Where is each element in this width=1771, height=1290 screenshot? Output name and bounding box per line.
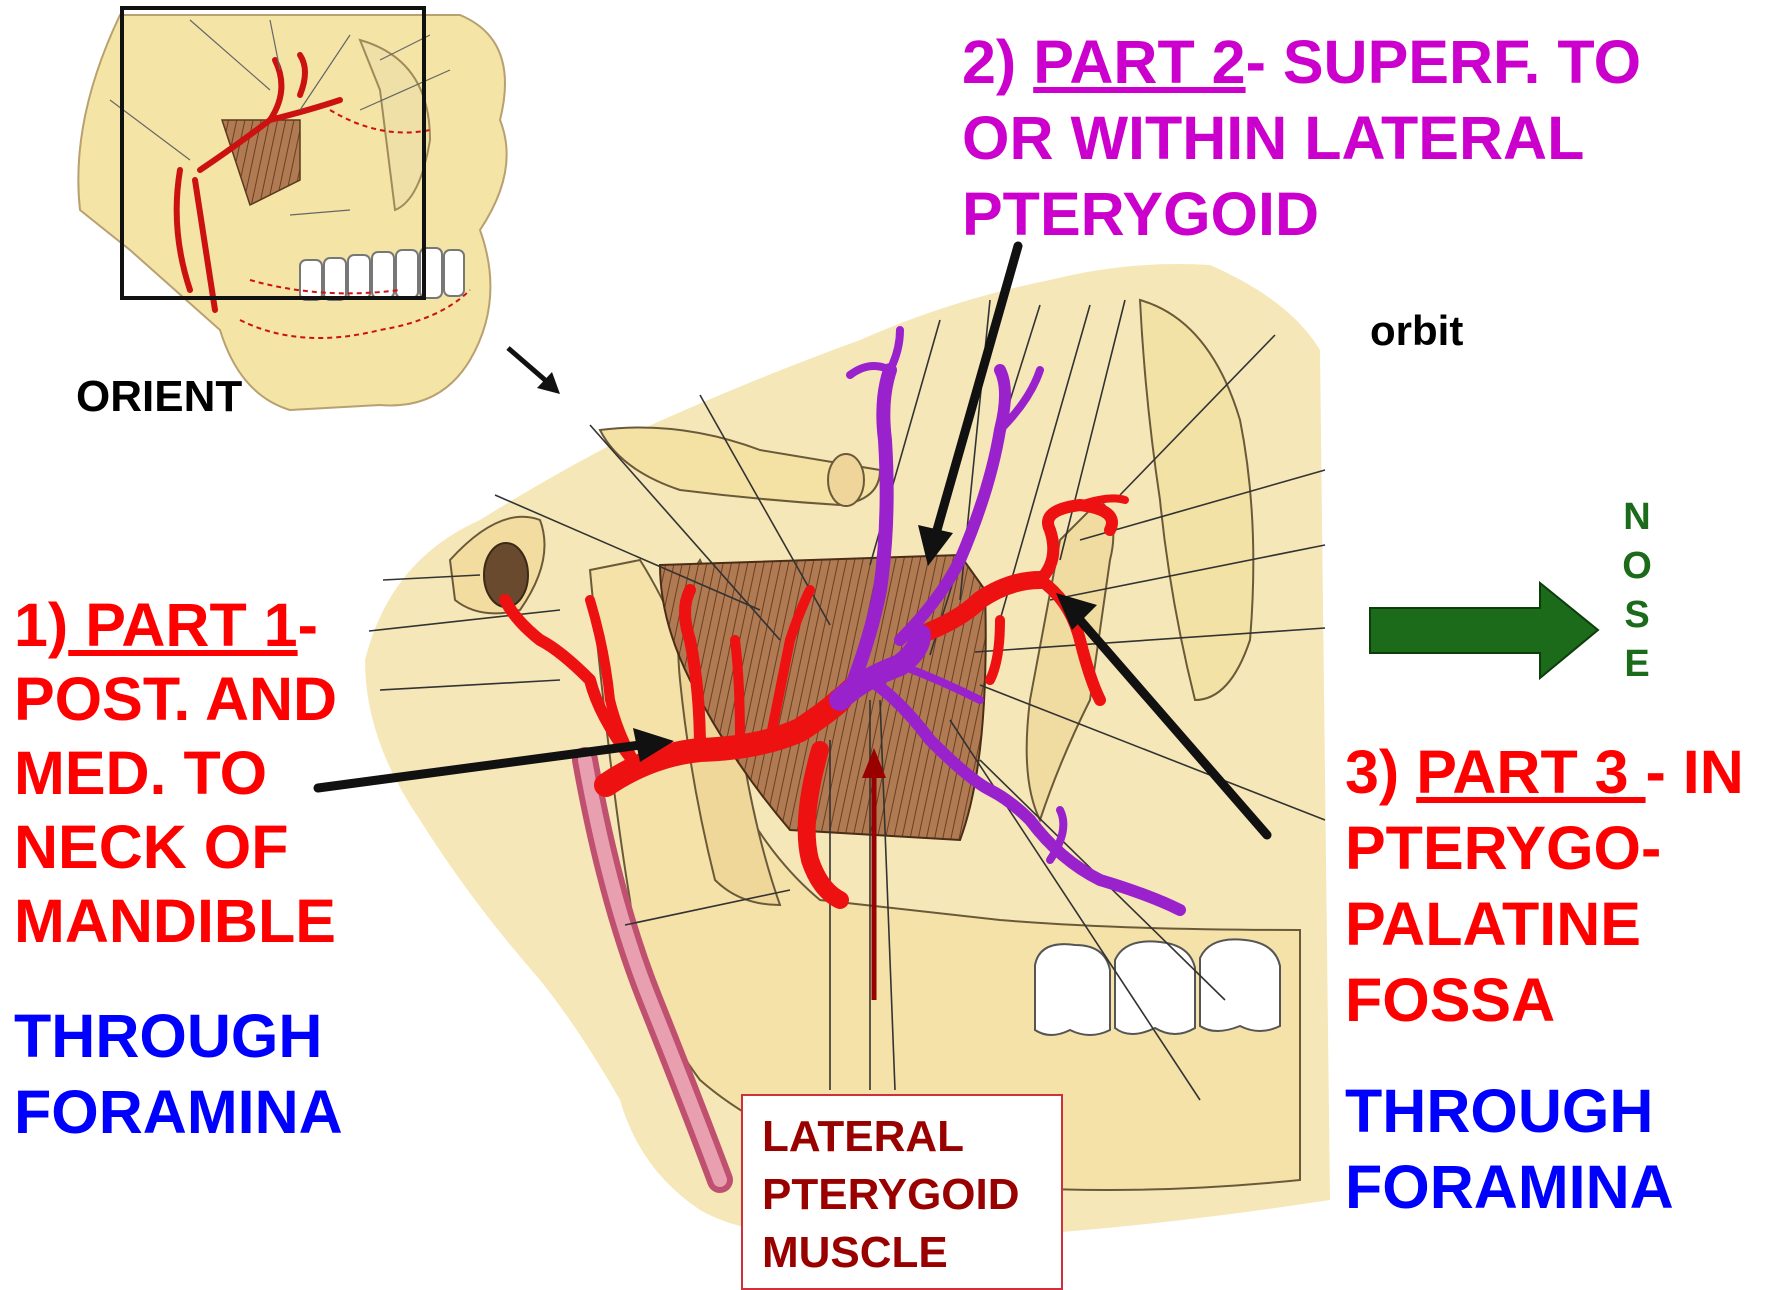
foramina-line: FORAMINA [1345, 1149, 1674, 1225]
maxillary-teeth [1035, 939, 1280, 1035]
part1-line: MED. TO [14, 736, 337, 810]
nose-letter: N [1622, 493, 1652, 542]
part2-heading: 2) PART 2- SUPERF. TO [962, 24, 1641, 100]
part1-heading: 1) PART 1- [14, 588, 337, 662]
part2-prefix: 2) [962, 28, 1033, 96]
part3-line: FOSSA [1345, 962, 1744, 1038]
part2-label: 2) PART 2- SUPERF. TO OR WITHIN LATERAL … [962, 24, 1641, 252]
part1-prefix: 1) [14, 591, 68, 659]
thumbnail-skull [78, 15, 506, 410]
part1-suffix: - [298, 591, 318, 659]
temporal-cut [828, 454, 864, 506]
nose-letter: E [1622, 640, 1652, 689]
nose-label: N O S E [1622, 493, 1652, 689]
part3-foramina-label: THROUGH FORAMINA [1345, 1073, 1674, 1225]
muscle-line: LATERAL [762, 1108, 1020, 1166]
foramina-line: THROUGH [14, 998, 343, 1074]
part1-line: NECK OF [14, 810, 337, 884]
part3-line: PTERYGO- [1345, 810, 1744, 886]
part1-title: PART 1 [68, 591, 297, 659]
part1-line: POST. AND [14, 662, 337, 736]
part3-title: PART 3 [1416, 738, 1645, 806]
foramina-line: FORAMINA [14, 1074, 343, 1150]
part3-prefix: 3) [1345, 738, 1416, 806]
nose-letter: O [1622, 542, 1652, 591]
part3-suffix: - IN [1646, 738, 1744, 806]
orient-label: ORIENT [76, 372, 242, 422]
muscle-label: LATERAL PTERYGOID MUSCLE [762, 1108, 1020, 1282]
part1-label: 1) PART 1- POST. AND MED. TO NECK OF MAN… [14, 588, 337, 958]
part3-label: 3) PART 3 - IN PTERYGO- PALATINE FOSSA [1345, 734, 1744, 1038]
nose-letter: S [1622, 591, 1652, 640]
part3-line: PALATINE [1345, 886, 1744, 962]
part2-suffix: - SUPERF. TO [1246, 28, 1641, 96]
foramina-line: THROUGH [1345, 1073, 1674, 1149]
part1-line: MANDIBLE [14, 884, 337, 958]
part1-foramina-label: THROUGH FORAMINA [14, 998, 343, 1150]
part3-heading: 3) PART 3 - IN [1345, 734, 1744, 810]
muscle-line: PTERYGOID [762, 1166, 1020, 1224]
part2-title: PART 2 [1033, 28, 1245, 96]
muscle-line: MUSCLE [762, 1224, 1020, 1282]
part2-line: OR WITHIN LATERAL [962, 100, 1641, 176]
orbit-label: orbit [1370, 307, 1463, 355]
orient-thumbnail [78, 8, 560, 410]
part2-line: PTERYGOID [962, 176, 1641, 252]
nose-arrow [1370, 583, 1598, 678]
